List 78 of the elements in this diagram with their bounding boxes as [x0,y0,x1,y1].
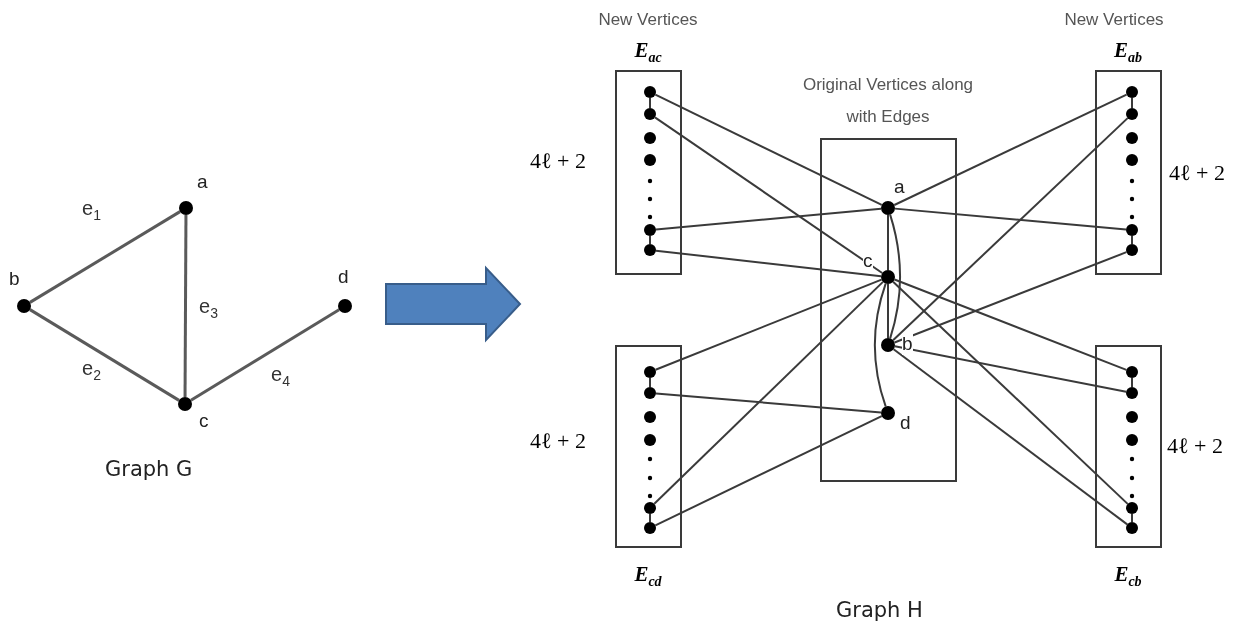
vertex-dot [644,244,656,256]
edge-line [892,117,1129,342]
vertex-dot [644,502,656,514]
graph-caption: Graph H [836,597,923,624]
vertex-dot [1126,366,1138,378]
edge-line [29,210,181,304]
vertex-dot [881,270,895,284]
vertex-dot [881,406,895,420]
edge-line [649,97,651,109]
edge-line [649,513,651,523]
edge-line [654,207,883,231]
vertex-dot [1126,224,1138,236]
edge-line [653,116,884,275]
edge-line [654,93,883,206]
size-label: 4ℓ + 2 [530,427,586,455]
edge-line [655,392,882,414]
edge-line [654,415,883,527]
vertex-dot [881,201,895,215]
edge-line [887,214,889,271]
vertex-dot [1126,154,1138,166]
set-symbol: E$_{ab}$ [1113,37,1143,68]
vertex-dot [1126,387,1138,399]
vertex-dot [1126,108,1138,120]
edge-line [889,213,902,340]
size-label: 4ℓ + 2 [1169,159,1225,187]
vertex-dot [1126,244,1138,256]
size-label: 4ℓ + 2 [1167,432,1223,460]
set-symbol: E$_{ac}$ [633,37,663,68]
vertex-dot [644,434,656,446]
edge-line [654,278,883,371]
vertex-dot [338,299,352,313]
set-symbol: E$_{cb}$ [1113,561,1143,592]
edge-line [649,377,651,388]
vertex-dot [644,86,656,98]
vertex-dot [179,201,193,215]
edge-line [183,215,188,397]
vertex-dot [644,522,656,534]
edge-line [893,251,1128,344]
edge-line [649,235,651,245]
vertex-dot [644,387,656,399]
vertex-dot [1126,522,1138,534]
vertex-dot [644,108,656,120]
vertex-dot [1126,86,1138,98]
box-heading: Original Vertices along with Edges [801,74,975,128]
edge-line [1131,235,1133,245]
edge-line [654,249,883,278]
vertex-dot [17,299,31,313]
box-heading: New Vertices [597,9,699,31]
vertex-dot [1126,132,1138,144]
edge-line [1131,377,1133,388]
vertex-dot [881,338,895,352]
vertex-dot [178,397,192,411]
edge-line [893,207,1127,231]
edge-line [29,308,180,402]
edge-line [893,345,1128,393]
box-heading: New Vertices [1063,9,1165,31]
vertex-dot [644,154,656,166]
vertex-dot [644,132,656,144]
edge-line [190,308,340,402]
edge-line [873,282,887,408]
vertex-dot [644,366,656,378]
vertex-dot [1126,434,1138,446]
size-label: 4ℓ + 2 [530,147,586,175]
edge-line [1131,97,1133,109]
edge-line [887,283,889,339]
vertex-label: b [902,333,913,355]
set-symbol: E$_{cd}$ [633,561,663,592]
vertex-dot [1126,411,1138,423]
graph-caption: Graph G [105,456,193,483]
vertex-dot [644,411,656,423]
edge-line [892,348,1129,526]
edge-line [653,280,884,505]
edge-line [892,280,1129,505]
edge-line [893,93,1128,206]
vertex-dot [1126,502,1138,514]
edge-line [893,278,1128,371]
edge-line [1131,513,1133,523]
vertex-dot [644,224,656,236]
